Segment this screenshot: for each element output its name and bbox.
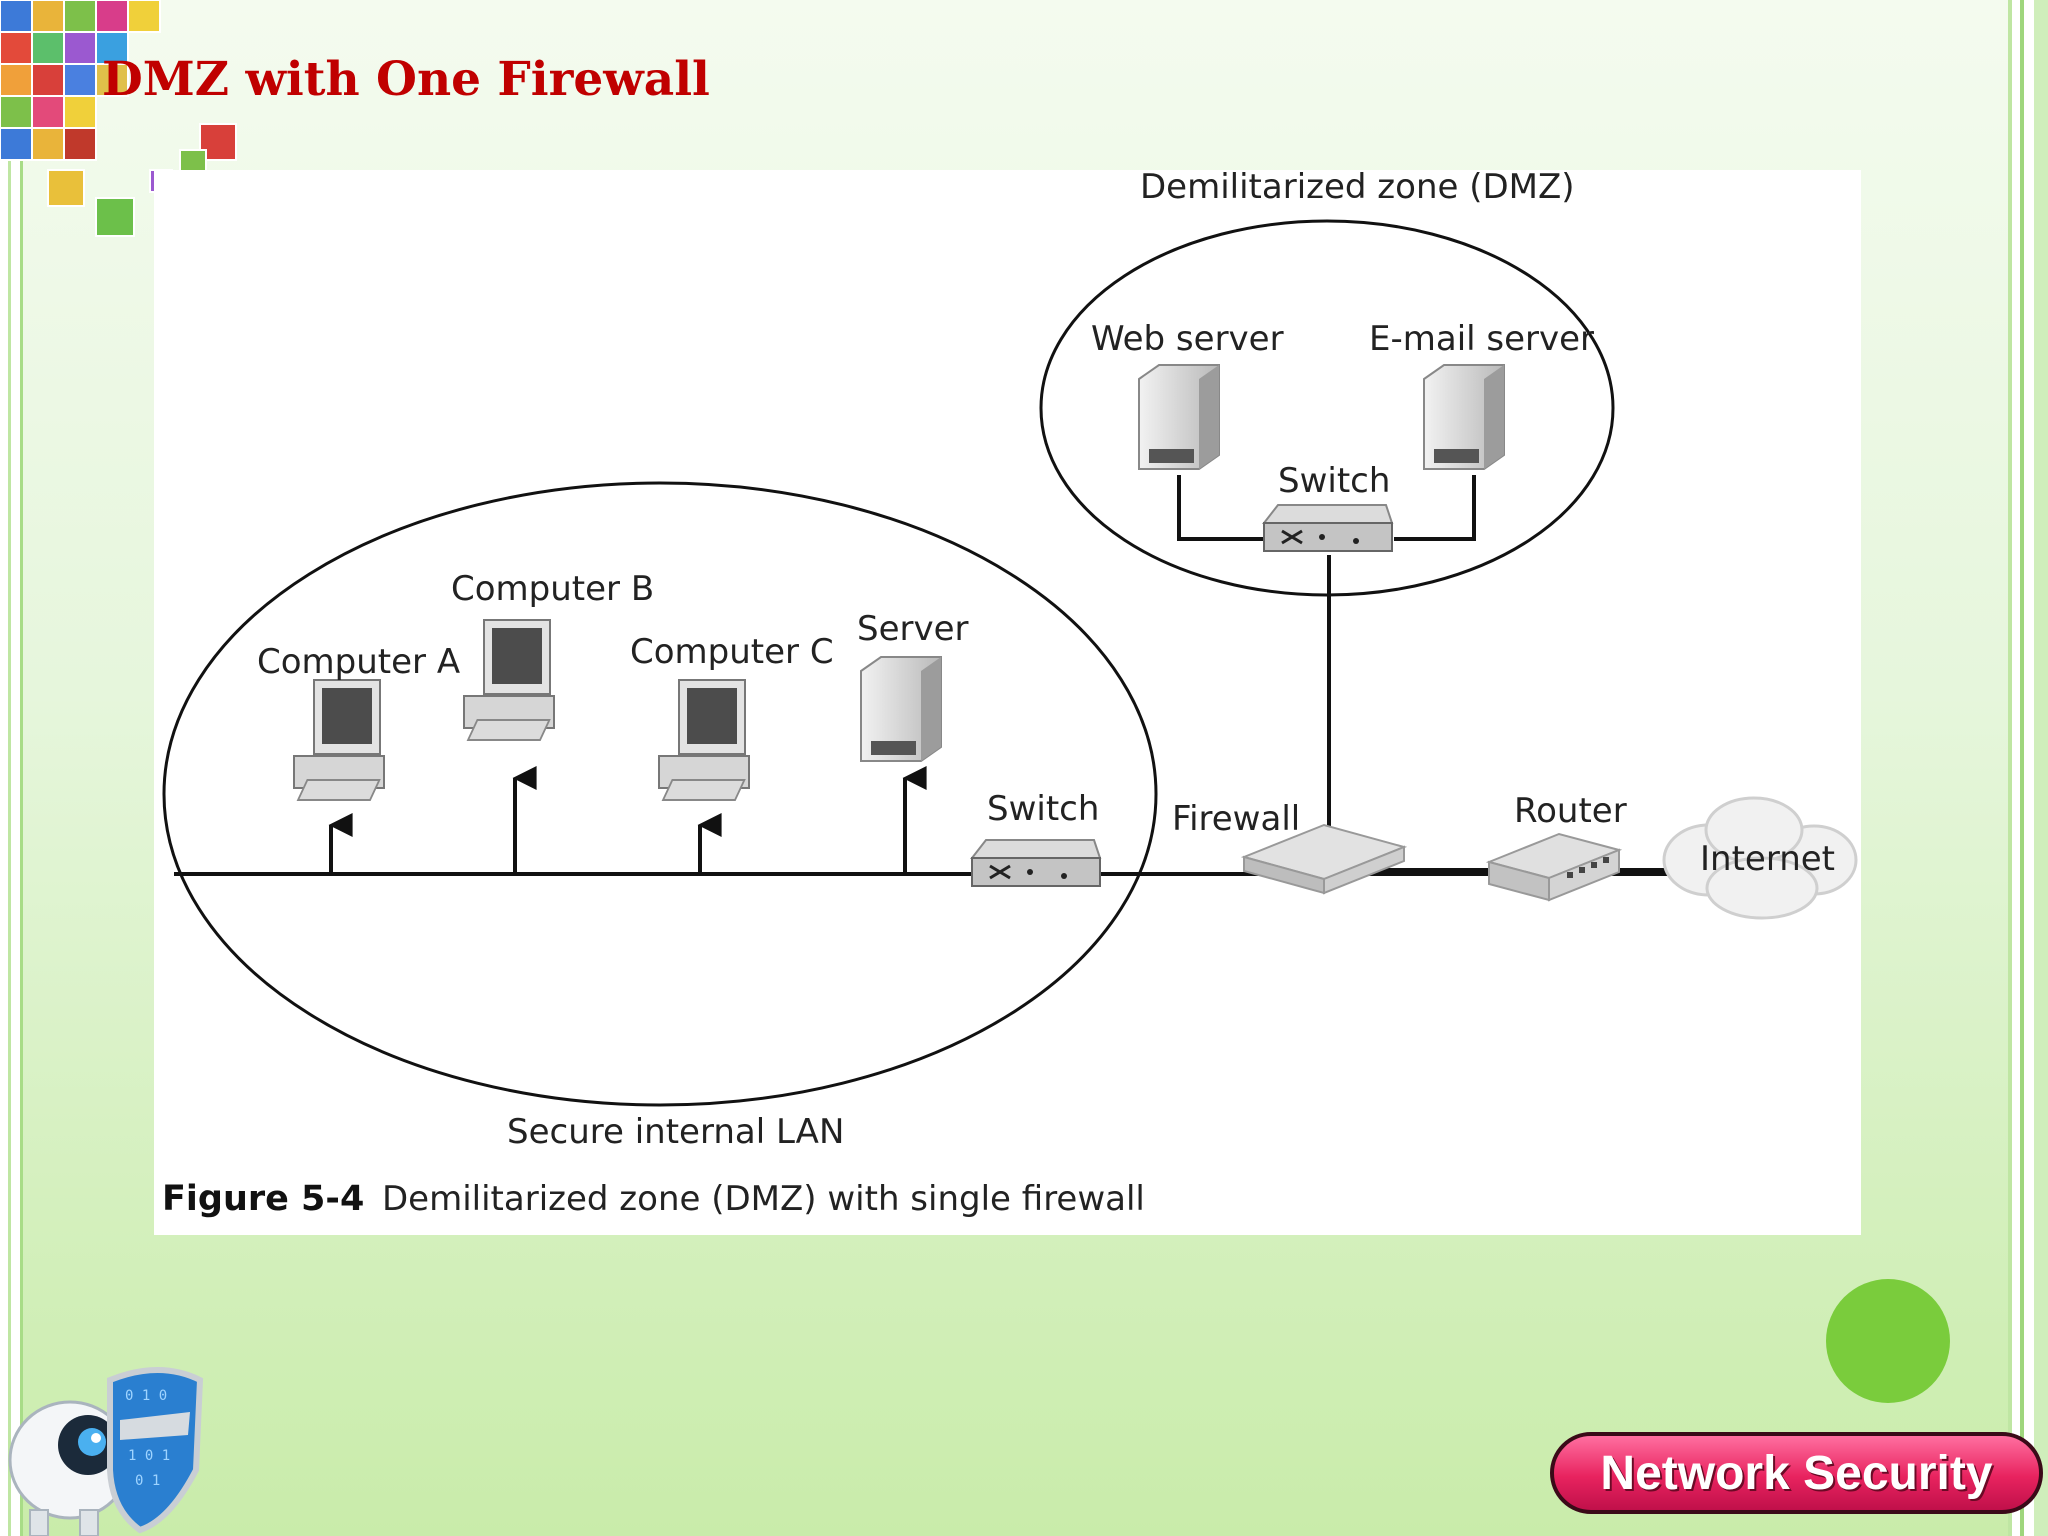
web-server-link [1177,475,1264,541]
lan-server-icon [860,656,942,762]
svg-text:1 0 1: 1 0 1 [128,1448,170,1464]
lan-switch-label: Switch [987,789,1099,829]
dmz-zone-label: Demilitarized zone (DMZ) [1140,170,1575,207]
right-border-stripes [1958,0,2048,1536]
security-robot-icon: 0 1 0 1 0 1 0 1 [8,1367,204,1536]
lan-switch-icon [969,839,1102,887]
router-icon [1485,832,1623,902]
web-server-label: Web server [1091,319,1284,359]
decorative-green-circle [1826,1279,1950,1403]
device-arrows [328,766,927,874]
dmz-network-diagram: Demilitarized zone (DMZ) Web server E-ma… [162,170,1858,1219]
dmz-switch-label: Switch [1278,461,1390,501]
computer-a-icon [293,679,385,801]
computer-a-label: Computer A [257,642,460,682]
firewall-icon [1240,823,1408,895]
network-security-badge: Network Security [1550,1432,2043,1514]
web-server-icon [1138,364,1220,470]
left-border-stripes [0,0,28,1536]
badge-label: Network Security [1600,1446,1993,1500]
svg-text:0 1 0: 0 1 0 [125,1388,167,1404]
internet-label: Internet [1700,839,1835,879]
figure-panel [154,170,1861,1235]
figure-caption: Demilitarized zone (DMZ) with single fir… [382,1179,1145,1219]
router-label: Router [1514,791,1627,831]
email-server-icon [1423,364,1505,470]
figure-number: Figure 5-4 [162,1179,364,1219]
lan-server-label: Server [857,609,969,649]
computer-c-icon [658,679,750,801]
computer-c-label: Computer C [630,632,834,672]
firewall-label: Firewall [1172,799,1300,839]
dmz-switch-icon [1261,504,1394,552]
computer-b-icon [463,619,555,741]
internet-cloud-icon [1662,796,1858,920]
svg-text:0 1: 0 1 [135,1473,160,1489]
email-server-label: E-mail server [1369,319,1594,359]
computer-b-label: Computer B [451,569,654,609]
lan-zone-ellipse [162,481,1158,1107]
lan-zone-label: Secure internal LAN [507,1112,844,1152]
email-server-link [1394,475,1476,541]
colored-cubes-decoration [0,0,237,237]
slide-title: DMZ with One Firewall [102,52,710,107]
